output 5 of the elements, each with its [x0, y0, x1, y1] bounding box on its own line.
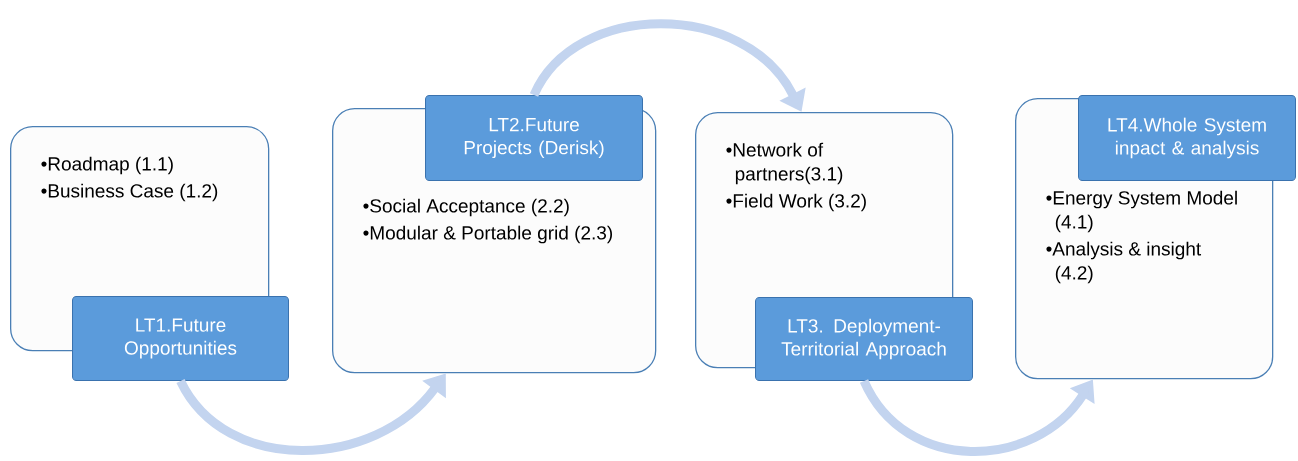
title-tab: LT2.Future Projects (Derisk)	[425, 95, 643, 181]
curved-arrow	[860, 378, 1095, 456]
title-tab: LT4.Whole System inpact & analysis	[1078, 95, 1296, 181]
title-tab: LT3. Deployment-Territorial Approach	[755, 297, 973, 381]
title-tab: LT1.Future Opportunities	[72, 296, 289, 381]
